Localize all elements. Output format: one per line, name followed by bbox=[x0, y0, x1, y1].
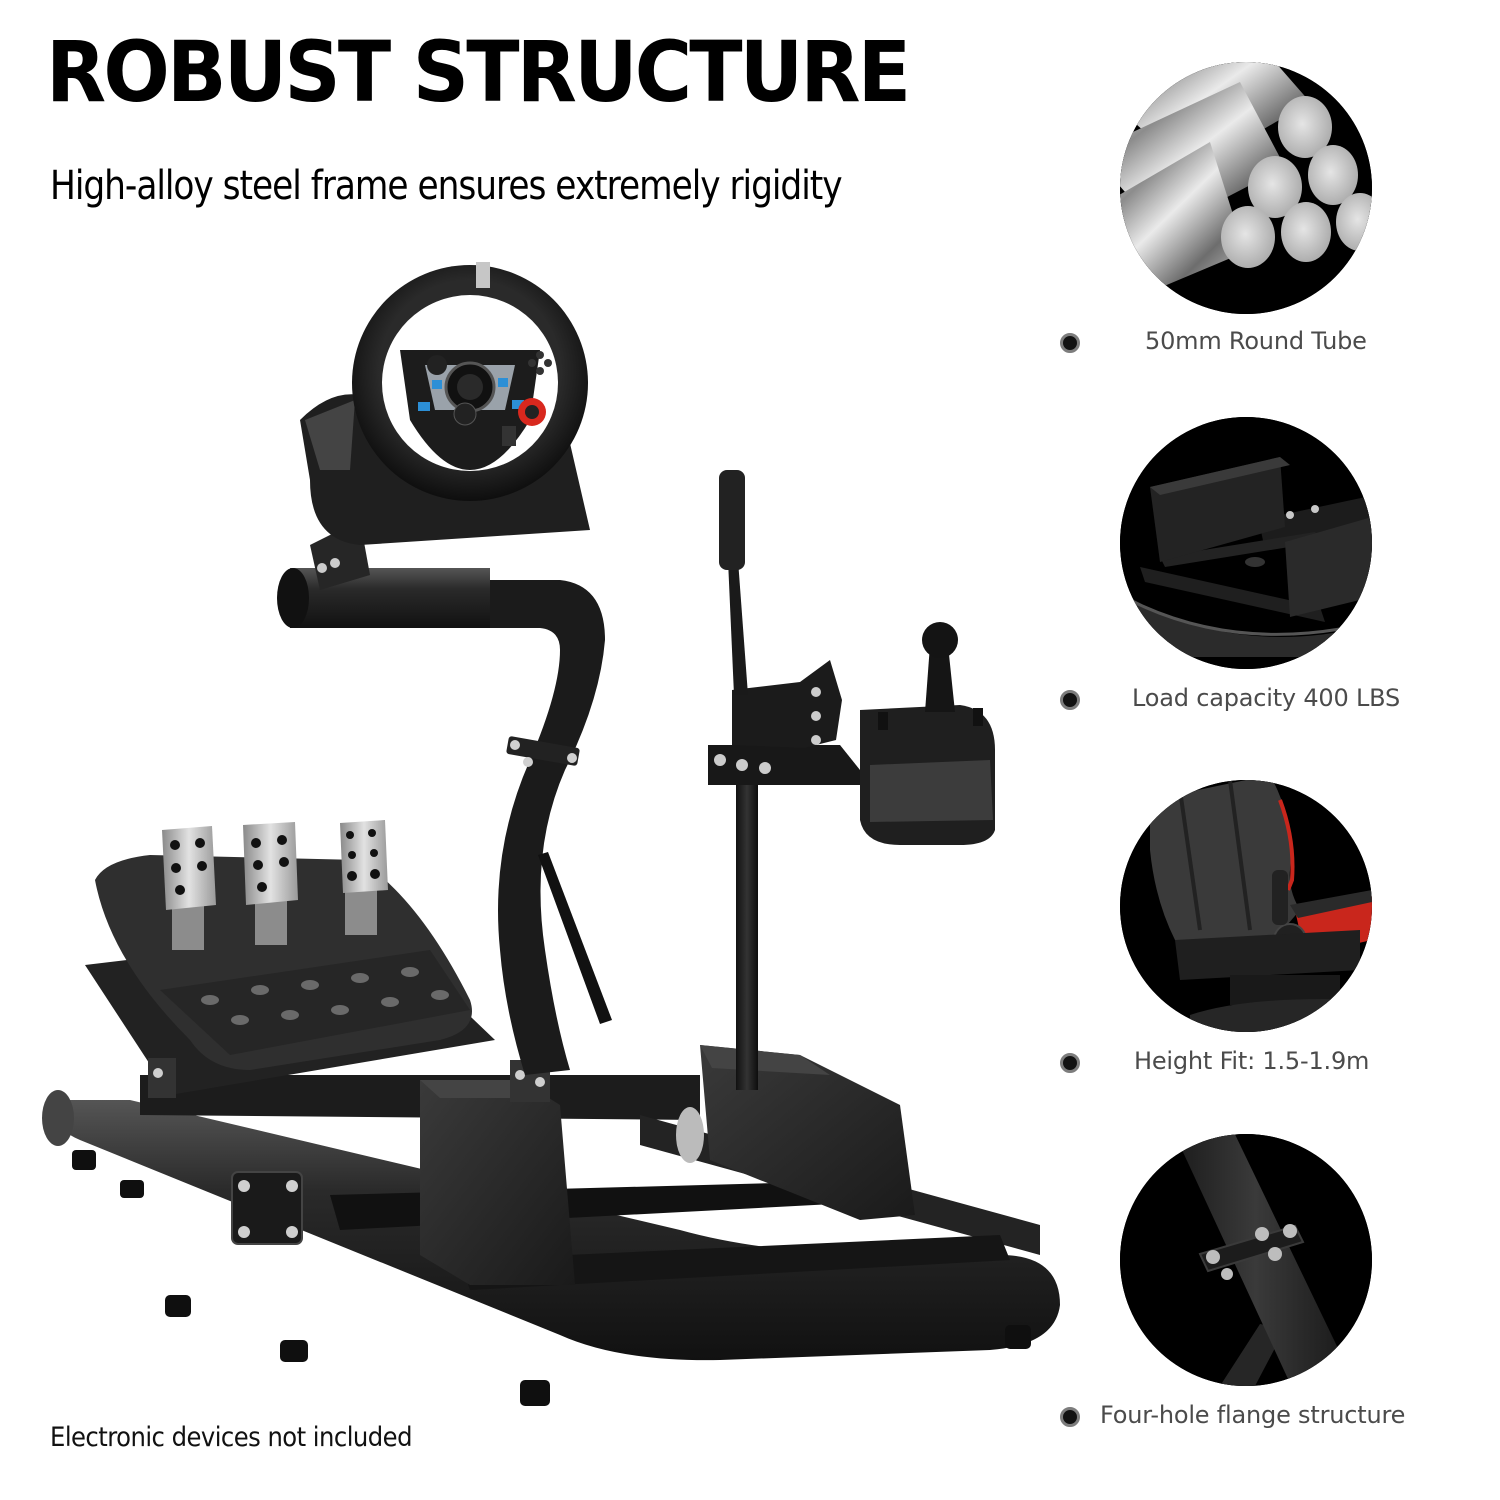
steering-wheel bbox=[352, 262, 588, 501]
bullet-icon bbox=[1060, 1407, 1080, 1427]
gear-shifter bbox=[860, 622, 995, 845]
bullet-icon bbox=[1060, 1053, 1080, 1073]
feature-image-seat-bracket-frame bbox=[1120, 417, 1372, 669]
wheel-mast-tube bbox=[470, 580, 605, 1075]
disclaimer-note: Electronic devices not included bbox=[50, 1422, 412, 1453]
feature-image-racing-seat bbox=[1120, 780, 1372, 1032]
feature-caption: Load capacity 400 LBS bbox=[1132, 684, 1401, 712]
page-subtitle: High-alloy steel frame ensures extremely… bbox=[50, 163, 843, 209]
bullet-icon bbox=[1060, 690, 1080, 710]
feature-image-steel-tubes bbox=[1120, 62, 1372, 314]
feature-caption: Height Fit: 1.5-1.9m bbox=[1134, 1047, 1370, 1075]
pedal-set bbox=[162, 820, 388, 950]
feature-caption: 50mm Round Tube bbox=[1145, 327, 1367, 355]
page-title: ROBUST STRUCTURE bbox=[46, 23, 911, 121]
handbrake-lever bbox=[728, 560, 748, 695]
handbrake-post bbox=[736, 760, 758, 1090]
bullet-icon bbox=[1060, 333, 1080, 353]
feature-caption: Four-hole flange structure bbox=[1100, 1401, 1406, 1429]
handbrake-grip bbox=[719, 470, 745, 570]
seat-bracket-left bbox=[420, 1080, 575, 1285]
product-image-racing-stand bbox=[30, 250, 1090, 1410]
feature-image-flange-clamp bbox=[1120, 1134, 1372, 1386]
